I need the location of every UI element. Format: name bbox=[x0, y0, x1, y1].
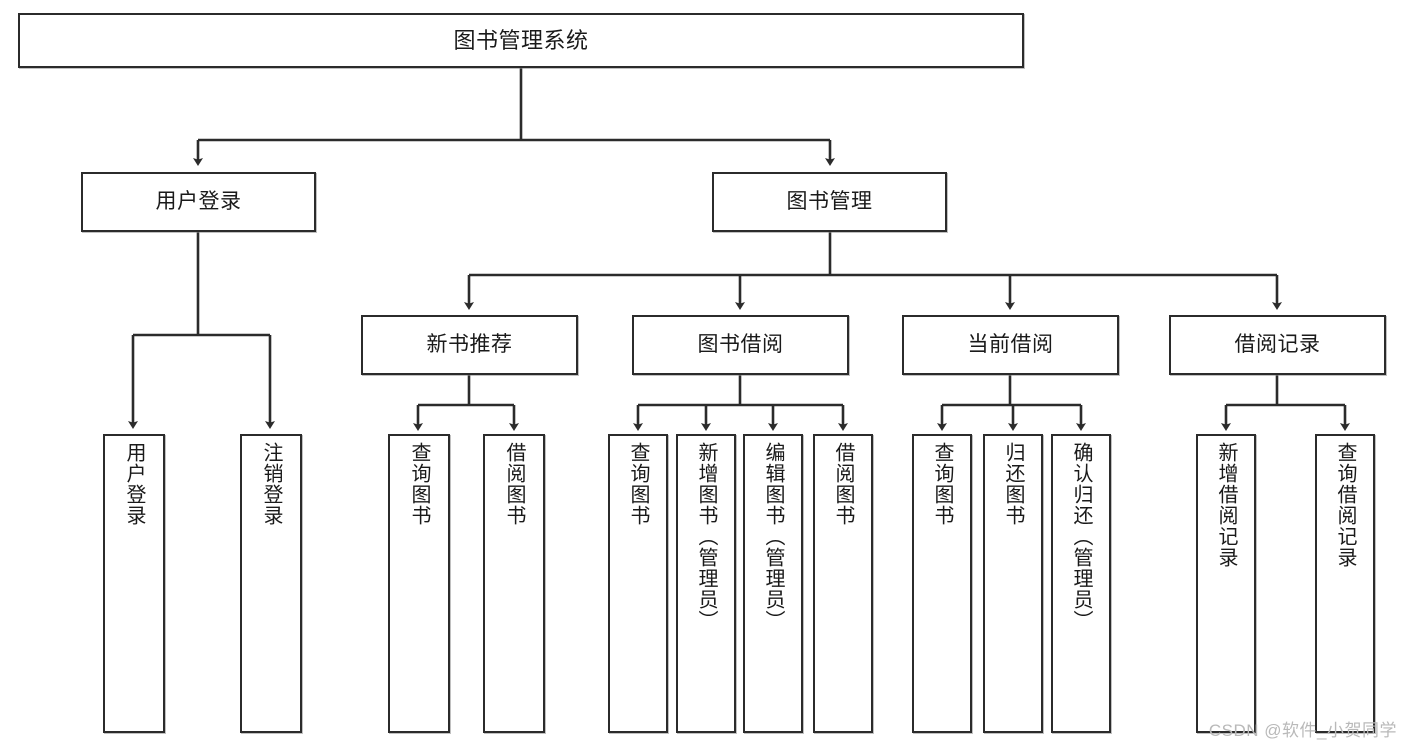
leaf-borrow-borrow-book[interactable]: 借阅图书 bbox=[813, 434, 873, 733]
node-label: 用户登录 bbox=[123, 442, 145, 526]
leaf-current-return-book[interactable]: 归还图书 bbox=[983, 434, 1043, 733]
node-label: 图书管理 bbox=[786, 189, 873, 213]
node-label: 当前借阅 bbox=[967, 332, 1054, 356]
node-label: 归还图书 bbox=[1002, 442, 1024, 526]
node-borrow-records[interactable]: 借阅记录 bbox=[1169, 315, 1386, 375]
leaf-recommend-query-book[interactable]: 查询图书 bbox=[388, 434, 450, 733]
node-label: 图书借阅 bbox=[697, 332, 784, 356]
connector-group-book-manage bbox=[464, 232, 1282, 310]
node-label: 注销登录 bbox=[260, 442, 282, 526]
node-label: 用户登录 bbox=[155, 189, 242, 213]
node-label: 新书推荐 bbox=[426, 332, 513, 356]
node-label: 查询图书 bbox=[627, 442, 649, 526]
node-label: 借阅图书 bbox=[503, 442, 525, 526]
node-book-borrow[interactable]: 图书借阅 bbox=[632, 315, 849, 375]
leaf-borrow-add-book[interactable]: 新增图书（管理员） bbox=[676, 434, 736, 733]
node-user-login[interactable]: 用户登录 bbox=[81, 172, 316, 232]
leaf-current-confirm-return[interactable]: 确认归还（管理员） bbox=[1051, 434, 1111, 733]
node-label: 查询借阅记录 bbox=[1334, 442, 1356, 568]
node-book-management[interactable]: 图书管理 bbox=[712, 172, 947, 232]
node-label: 查询图书 bbox=[408, 442, 430, 526]
node-label: 确认归还（管理员） bbox=[1070, 442, 1092, 631]
leaf-recommend-borrow-book[interactable]: 借阅图书 bbox=[483, 434, 545, 733]
node-label: 图书管理系统 bbox=[453, 27, 589, 53]
connector-group-root bbox=[193, 68, 835, 166]
node-label: 借阅记录 bbox=[1234, 332, 1321, 356]
leaf-borrow-query-book[interactable]: 查询图书 bbox=[608, 434, 668, 733]
node-label: 新增图书（管理员） bbox=[695, 442, 717, 631]
leaf-user-login[interactable]: 用户登录 bbox=[103, 434, 165, 733]
node-current-borrow[interactable]: 当前借阅 bbox=[902, 315, 1119, 375]
leaf-current-query-book[interactable]: 查询图书 bbox=[912, 434, 972, 733]
connector-group-current-borrow bbox=[937, 375, 1086, 431]
node-label: 借阅图书 bbox=[832, 442, 854, 526]
node-label: 新增借阅记录 bbox=[1215, 442, 1237, 568]
leaf-record-query[interactable]: 查询借阅记录 bbox=[1315, 434, 1375, 733]
leaf-logout[interactable]: 注销登录 bbox=[240, 434, 302, 733]
connector-group-records bbox=[1221, 375, 1350, 431]
node-label: 查询图书 bbox=[931, 442, 953, 526]
connector-group-new-book bbox=[413, 375, 519, 431]
connector-group-borrow bbox=[633, 375, 848, 431]
connector-group-user-login bbox=[128, 232, 275, 429]
leaf-borrow-edit-book[interactable]: 编辑图书（管理员） bbox=[743, 434, 803, 733]
node-label: 编辑图书（管理员） bbox=[762, 442, 784, 631]
leaf-record-add[interactable]: 新增借阅记录 bbox=[1196, 434, 1256, 733]
node-root-system[interactable]: 图书管理系统 bbox=[18, 13, 1024, 68]
node-new-book-recommend[interactable]: 新书推荐 bbox=[361, 315, 578, 375]
